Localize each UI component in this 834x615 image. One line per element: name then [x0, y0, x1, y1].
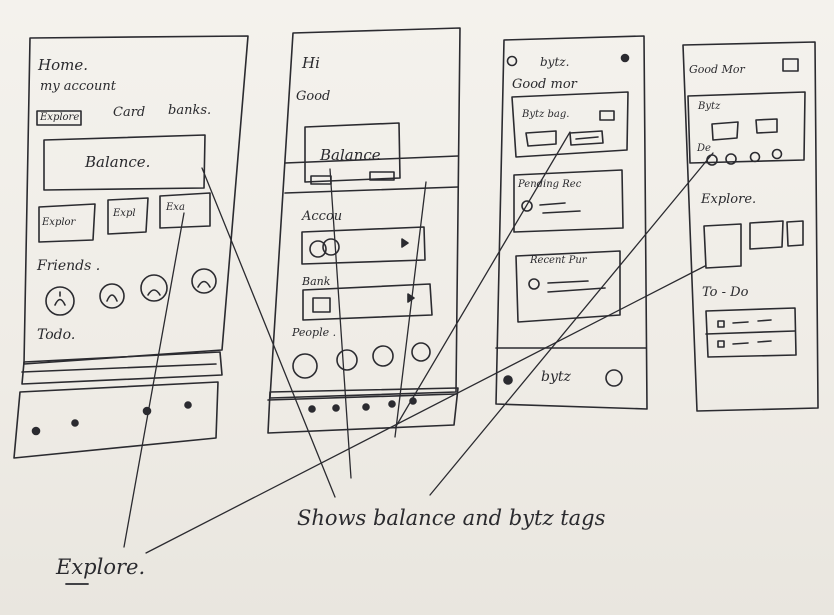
screen1-title: Home.: [38, 56, 88, 74]
screen1-balance-label: Balance.: [85, 153, 151, 171]
explore-note: Explore.: [56, 555, 146, 579]
phone-sketch-2: [267, 27, 461, 434]
screen4-todo-label: To - Do: [702, 285, 749, 300]
tab-explore[interactable]: Explore: [40, 112, 80, 123]
screen2-accounts-label: Accou: [302, 209, 343, 224]
tab-card[interactable]: Card: [113, 105, 146, 120]
screen1-tile-3[interactable]: Exa: [166, 202, 185, 213]
screen3-recent-label: Recent Pur: [530, 255, 587, 266]
screen1-subtitle: my account: [40, 79, 116, 94]
screen3-bottom-label: bytz: [541, 369, 571, 385]
screen1-tile-1[interactable]: Explor: [42, 217, 76, 228]
annotation-lines: [123, 131, 714, 554]
screen3-pending-label: Pending Rec: [518, 179, 582, 190]
screen2-people-label: People .: [292, 326, 337, 339]
screen1-tile-2[interactable]: Expl: [113, 208, 136, 219]
screen2-balance-label: Balance: [320, 146, 381, 164]
screen4-card-title: Bytz: [698, 101, 721, 112]
tab-banks[interactable]: banks.: [168, 103, 212, 118]
phone-sketch-1: [13, 35, 249, 459]
screen3-card-title: Bytz bag.: [522, 109, 570, 120]
screen3-greeting: Good mor: [512, 77, 577, 92]
screen4-greeting: Good Mor: [689, 63, 745, 76]
screen3-logo-label: bytz.: [540, 55, 570, 69]
screen4-card-sub: De: [697, 143, 711, 154]
screen1-friends-label: Friends .: [37, 258, 101, 274]
screen2-subgreeting: Good: [296, 89, 331, 104]
screen4-explore-label: Explore.: [701, 192, 757, 207]
screen1-todo-label: Todo.: [37, 327, 76, 343]
screen2-banks-label: Bank: [302, 275, 331, 288]
bytz-note: Shows balance and bytz tags: [297, 506, 606, 530]
phone-sketch-3: [495, 35, 648, 410]
screen2-greeting: Hi: [302, 54, 320, 72]
phone-sketch-4: [682, 41, 819, 412]
